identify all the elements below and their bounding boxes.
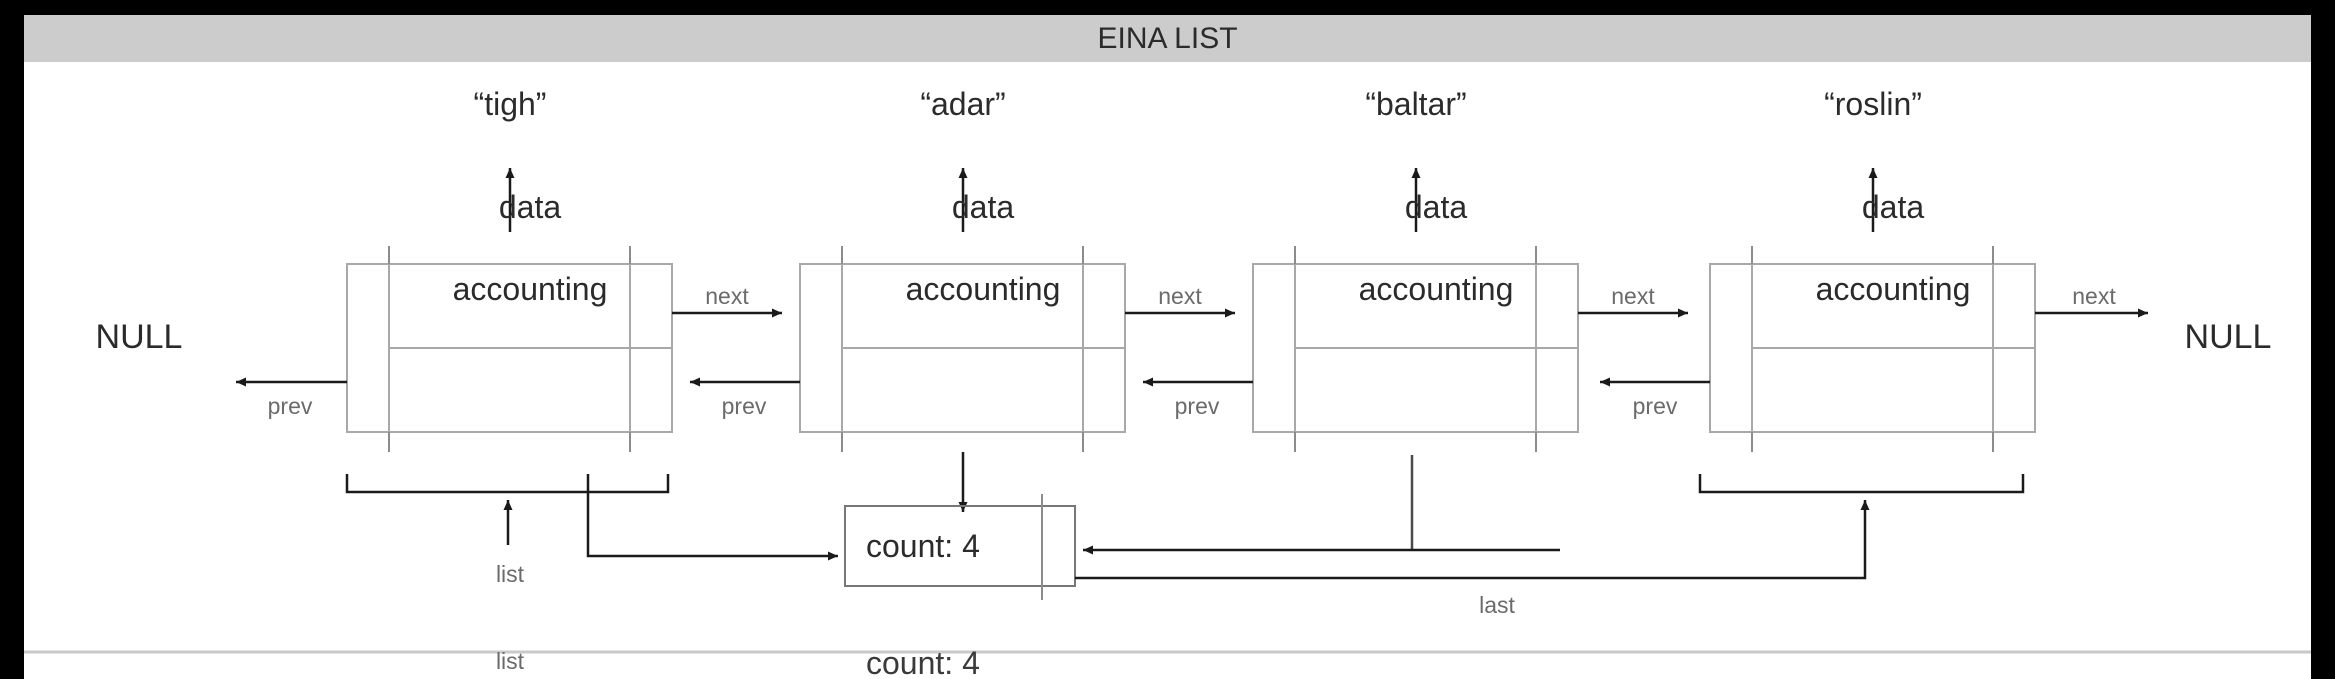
accounting-count-box	[844, 494, 1870, 600]
cell-accounting-baltar: accounting	[1358, 271, 1514, 307]
next-label-4: next	[2072, 283, 2116, 309]
node-title-tigh: “tigh”	[473, 86, 547, 122]
next-label-3: next	[1611, 283, 1655, 309]
list-pointer-bracket	[345, 474, 838, 561]
bottom-echo-list-label: list	[495, 648, 525, 674]
cell-data-adar: data	[951, 189, 1015, 225]
prev-label-1: prev	[267, 393, 313, 419]
last-pointer-label: last	[1479, 592, 1515, 618]
cell-accounting-tigh: accounting	[452, 271, 608, 307]
node-title-adar: “adar”	[920, 86, 1006, 122]
cell-accounting-adar: accounting	[905, 271, 1061, 307]
last-pointer-bracket	[1698, 474, 2025, 494]
next-label-2: next	[1158, 283, 1202, 309]
cell-accounting-roslin: accounting	[1815, 271, 1971, 307]
null-left: NULL	[95, 318, 183, 356]
cell-data-baltar: data	[1404, 189, 1468, 225]
node-baltar	[1143, 168, 1688, 550]
node-title-baltar: “baltar”	[1365, 86, 1467, 122]
node-tigh	[236, 168, 782, 452]
prev-label-3: prev	[1174, 393, 1220, 419]
list-pointer-label: list	[495, 561, 525, 587]
page-title: EINA LIST	[1097, 22, 1238, 55]
cell-data-tigh: data	[498, 189, 562, 225]
header-bar	[24, 15, 2311, 62]
cell-data-roslin: data	[1861, 189, 1925, 225]
count-label: count: 4	[866, 528, 980, 564]
prev-label-2: prev	[721, 393, 767, 419]
bottom-echo-count-label: count: 4	[866, 645, 980, 679]
null-right: NULL	[2184, 318, 2272, 356]
node-adar	[690, 168, 1235, 512]
node-title-roslin: “roslin”	[1824, 86, 1922, 122]
next-label-1: next	[705, 283, 749, 309]
prev-label-4: prev	[1632, 393, 1678, 419]
node-roslin	[1600, 168, 2148, 452]
